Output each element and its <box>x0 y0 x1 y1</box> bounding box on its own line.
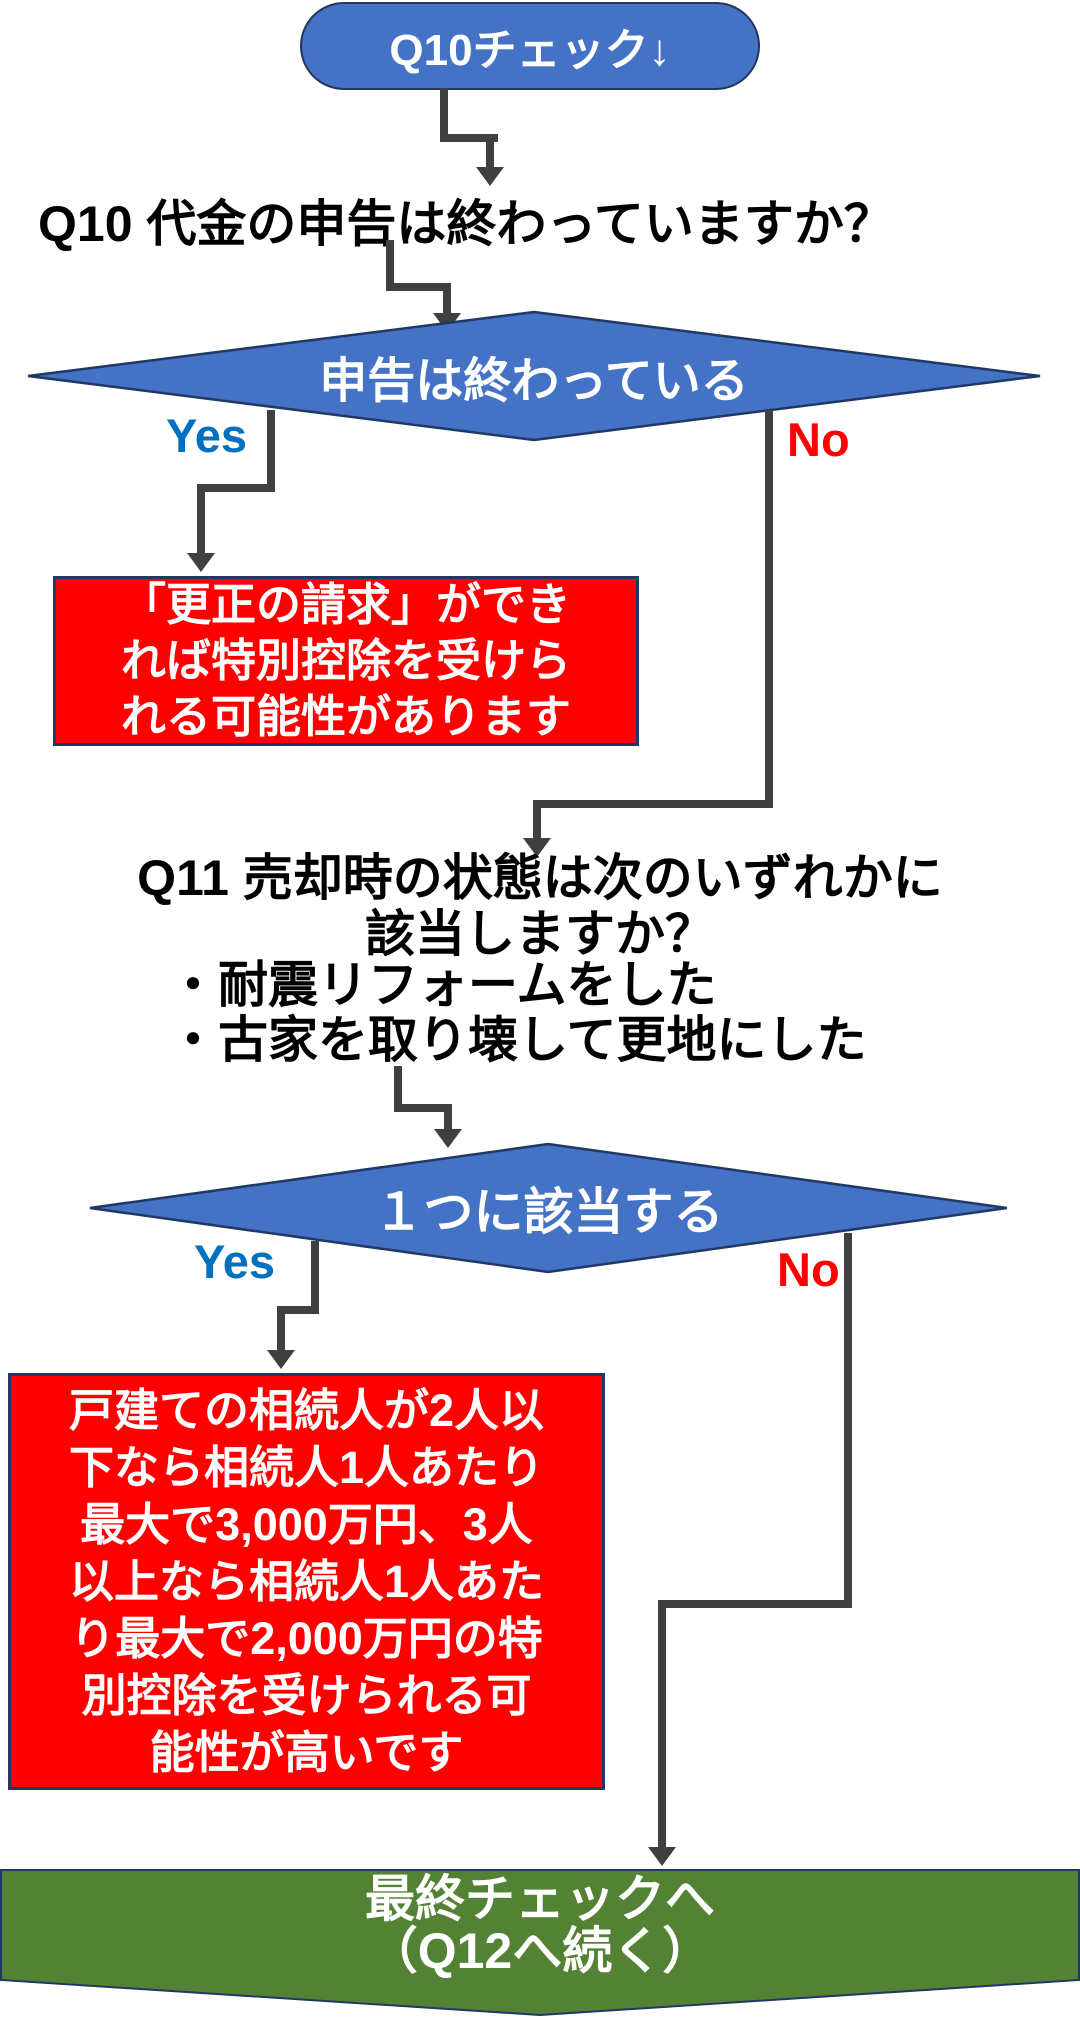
decision-1-diamond <box>27 310 1041 442</box>
end-banner-shape <box>0 1869 1080 2017</box>
connector-c-h <box>197 484 275 492</box>
result-box-2-line: 以上なら相続人1人あた <box>68 1556 545 1607</box>
end-banner-line2: （Q12へ続く） <box>367 1923 713 1979</box>
connector-c-v1 <box>267 410 275 492</box>
decision-2-yes-label: Yes <box>194 1235 276 1288</box>
question-q11-bullet: ・古家を取り壊して更地にした <box>168 1012 867 1068</box>
connector-c-v2 <box>197 484 205 558</box>
connector-b-v2 <box>443 283 451 317</box>
connector-a-v2 <box>486 134 494 170</box>
decision-2-diamond <box>89 1142 1008 1274</box>
result-box-2-line: 能性が高いです <box>149 1727 464 1778</box>
connector-d-v1 <box>765 410 773 808</box>
connector-a-h <box>440 134 498 142</box>
result-box-2: 戸建ての相続人が2人以 下なら相続人1人あたり 最大で3,000万円、3人 以上… <box>8 1373 605 1790</box>
result-box-1-line: れば特別控除を受けら <box>120 635 571 686</box>
connector-d-arrowhead <box>523 838 551 857</box>
end-banner-line1: 最終チェックへ <box>365 1871 715 1927</box>
question-q11-bullets: ・耐震リフォームをした ・古家を取り壊して更地にした <box>168 958 867 1068</box>
result-box-2-line: り最大で2,000万円の特 <box>70 1613 543 1664</box>
question-q11-bullet: ・耐震リフォームをした <box>168 957 717 1013</box>
result-box-2-line: 下なら相続人1人あたり <box>68 1442 545 1493</box>
connector-a-arrowhead <box>476 167 504 186</box>
start-node-q10-check: Q10チェック↓ <box>300 2 760 90</box>
connector-f-arrowhead <box>267 1350 295 1369</box>
connector-f-h <box>277 1306 319 1314</box>
connector-e-arrowhead <box>434 1129 462 1148</box>
connector-e-v1 <box>394 1066 402 1112</box>
connector-g-h <box>658 1600 852 1608</box>
question-q11-line2: 該当しますか？ <box>365 906 715 962</box>
connector-c-arrowhead <box>187 553 215 572</box>
question-q11-line1: Q11 売却時の状態は次のいずれかに <box>137 850 943 906</box>
start-node-label: Q10チェック↓ <box>389 26 671 75</box>
decision-2-no-label: No <box>777 1243 840 1296</box>
question-q10: Q10 代金の申告は終わっていますか？ <box>38 196 894 252</box>
connector-b-h <box>386 283 451 291</box>
connector-d-h <box>533 800 773 808</box>
connector-a-v1 <box>440 88 448 142</box>
end-banner-text: 最終チェックへ （Q12へ続く） <box>0 1873 1080 1977</box>
result-box-2-line: 別控除を受けられる可 <box>81 1670 532 1721</box>
decision-1-label: 申告は終わっている <box>319 355 749 408</box>
result-box-1-line: れる可能性があります <box>120 691 571 742</box>
decision-2-label: １つに該当する <box>373 1184 724 1240</box>
connector-g-arrowhead <box>648 1847 676 1866</box>
decision-1-no-label: No <box>787 413 850 466</box>
connector-b-v1 <box>386 240 394 291</box>
connector-f-v1 <box>311 1241 319 1314</box>
connector-e-h <box>394 1104 452 1112</box>
connector-g-v1 <box>844 1233 852 1608</box>
connector-d-v2 <box>533 800 541 842</box>
result-box-1-line: 「更正の請求」ができ <box>120 579 571 630</box>
decision-1-yes-label: Yes <box>166 409 248 462</box>
result-box-2-line: 戸建ての相続人が2人以 <box>68 1385 545 1436</box>
result-box-2-line: 最大で3,000万円、3人 <box>80 1499 533 1550</box>
result-box-1: 「更正の請求」ができ れば特別控除を受けら れる可能性があります <box>53 576 639 746</box>
connector-e-v2 <box>444 1104 452 1134</box>
connector-f-v2 <box>277 1306 285 1354</box>
question-q11: Q11 売却時の状態は次のいずれかに 該当しますか？ <box>0 850 1080 962</box>
connector-g-v2 <box>658 1600 666 1850</box>
